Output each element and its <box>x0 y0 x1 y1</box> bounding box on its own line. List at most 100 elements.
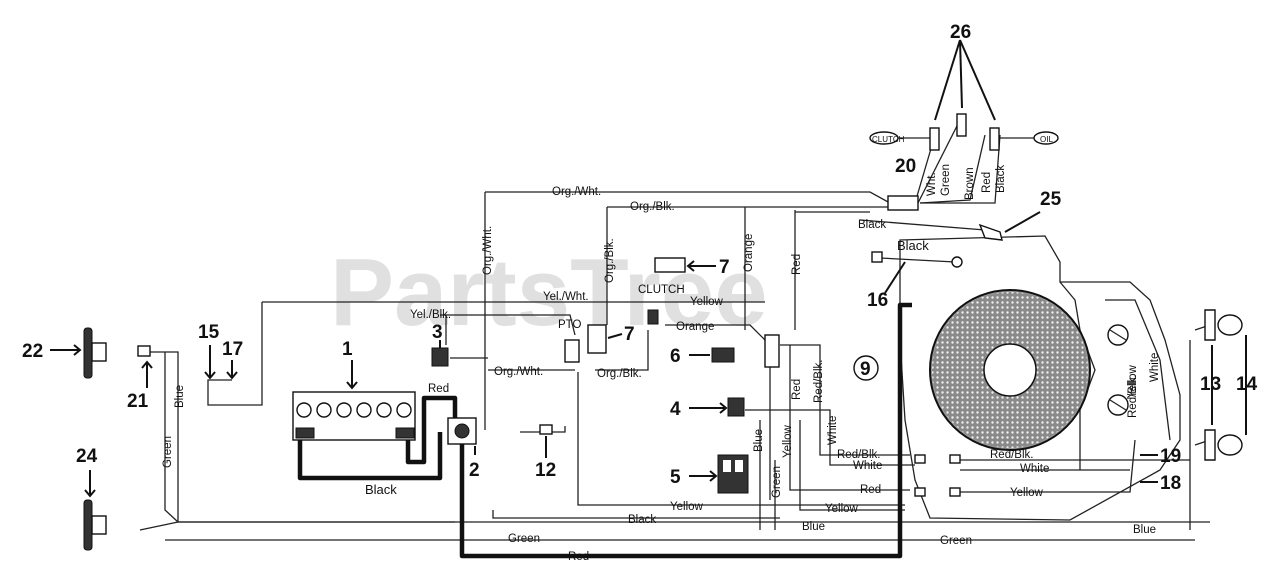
label-org-blk-mid: Org./Blk. <box>597 368 642 380</box>
plug-clutch-label: CLUTCH <box>872 135 905 144</box>
callout-4: 4 <box>670 399 681 420</box>
callout-9: 9 <box>860 359 871 380</box>
battery-caps <box>296 402 412 418</box>
battery-cables <box>297 302 912 559</box>
bolt-slot-upper <box>1109 329 1127 341</box>
label-org-blk-vert: Org./Blk. <box>604 238 616 283</box>
wire-red-blk-a <box>780 344 910 456</box>
label-white-right: White <box>1020 463 1049 475</box>
connector-3 <box>431 347 449 367</box>
label-org-blk-top: Org./Blk. <box>630 201 675 213</box>
label-red-blk-right: Red/Blk. <box>990 449 1033 461</box>
plug-26-c <box>989 127 1000 151</box>
label-org-wht-top: Org./Wht. <box>552 186 601 198</box>
switch-block <box>764 334 780 368</box>
callout-arrows <box>50 39 1247 498</box>
cable-red-starter <box>459 302 912 559</box>
wire-harness <box>139 119 1211 541</box>
plug-oil <box>1033 131 1059 145</box>
label-yellow-bottom: Yellow <box>670 501 704 513</box>
label-conn-wht: Wht. <box>926 172 938 196</box>
wire-24 <box>139 521 179 531</box>
flywheel-hub <box>983 343 1037 397</box>
pto-switch <box>587 324 607 354</box>
wire-label-white-eng: White <box>1149 353 1161 382</box>
callout-9-circle <box>853 355 879 381</box>
cable-black <box>297 432 443 481</box>
label-yel-wht: Yel./Wht. <box>543 291 589 303</box>
arrow-1 <box>346 360 358 390</box>
taillight-22-socket <box>91 342 107 362</box>
label-blue-right: Blue <box>1133 524 1156 536</box>
callout-6: 6 <box>670 346 681 367</box>
label-black-bottom: Black <box>628 514 656 526</box>
callout-1: 1 <box>342 339 353 360</box>
headlight-bottom-housing <box>1204 429 1216 461</box>
seat-switch-15 <box>207 379 232 406</box>
label-conn-green: Green <box>940 164 952 196</box>
label-green-left: Green <box>162 436 174 468</box>
callout-25: 25 <box>1040 189 1062 210</box>
term-d <box>949 487 961 497</box>
wire-red-sw <box>789 345 910 491</box>
arrow-21 <box>141 360 153 388</box>
label-red-vert-top: Red <box>791 254 803 275</box>
lead-red-black <box>920 134 1001 204</box>
plug-26-a <box>929 127 940 151</box>
callout-18: 18 <box>1160 473 1181 494</box>
wire-yel-wht-drop <box>232 302 263 406</box>
ground-12 <box>520 426 566 433</box>
label-red-sw: Red <box>791 379 803 400</box>
label-yellow-mid: Yellow <box>690 296 724 308</box>
callout-16: 16 <box>867 290 888 311</box>
coil-terminal-left <box>871 251 883 263</box>
arrow-5 <box>689 470 718 482</box>
callout-19: 19 <box>1160 446 1181 467</box>
clutch-connector <box>654 257 686 273</box>
callout-26: 26 <box>950 22 971 43</box>
callout-12: 12 <box>535 460 556 481</box>
arrow-17 <box>226 360 238 380</box>
plug-oil-label: OIL <box>1040 135 1053 144</box>
battery-neg-terminal <box>295 427 315 439</box>
switch-4 <box>727 397 745 417</box>
wire-black-top <box>859 219 986 231</box>
wire-org-blk-mid <box>595 330 649 371</box>
taillight-24 <box>83 499 93 551</box>
label-blue-left: Blue <box>174 385 186 408</box>
callout-7-pto: 7 <box>624 324 635 345</box>
taillight-24-socket <box>91 515 107 535</box>
wire-black-bottom <box>492 510 780 519</box>
label-red-bottom: Red <box>568 551 589 563</box>
label-black-batt: Black <box>365 482 397 497</box>
label-black-coil: Black <box>897 238 929 253</box>
arrow-26 <box>934 39 996 121</box>
arrow-25 <box>1004 211 1041 233</box>
label-conn-brown: Brown <box>964 167 976 200</box>
switch-6 <box>711 347 735 363</box>
battery <box>292 391 416 441</box>
engine-block-outline <box>899 235 1181 521</box>
label-orange-vert: Orange <box>743 234 755 272</box>
solenoid-post <box>454 423 470 439</box>
label-red-blk-b: Red/Blk. <box>837 449 880 461</box>
module-5-slot-a <box>723 460 731 472</box>
callout-21: 21 <box>127 391 149 412</box>
callout-15: 15 <box>198 322 220 343</box>
callout-20: 20 <box>895 156 916 177</box>
label-red-blk-a: Red/Blk. <box>813 360 825 403</box>
label-conn-black: Black <box>995 165 1007 193</box>
connector-21 <box>137 345 151 357</box>
wire-yellow-right <box>960 439 1136 493</box>
lead-green <box>917 119 961 204</box>
label-blue-bottom: Blue <box>802 521 825 533</box>
connector-20 <box>887 195 919 211</box>
wire-label-red-blk-eng: Red/Blk. <box>1127 375 1139 418</box>
label-red-low: Red <box>860 484 881 496</box>
ground-25 <box>978 223 1003 241</box>
wire-yel-blk <box>440 314 576 336</box>
plug-clutch <box>869 131 899 145</box>
label-white-sw: White <box>827 416 839 445</box>
arrow-22 <box>50 344 82 356</box>
